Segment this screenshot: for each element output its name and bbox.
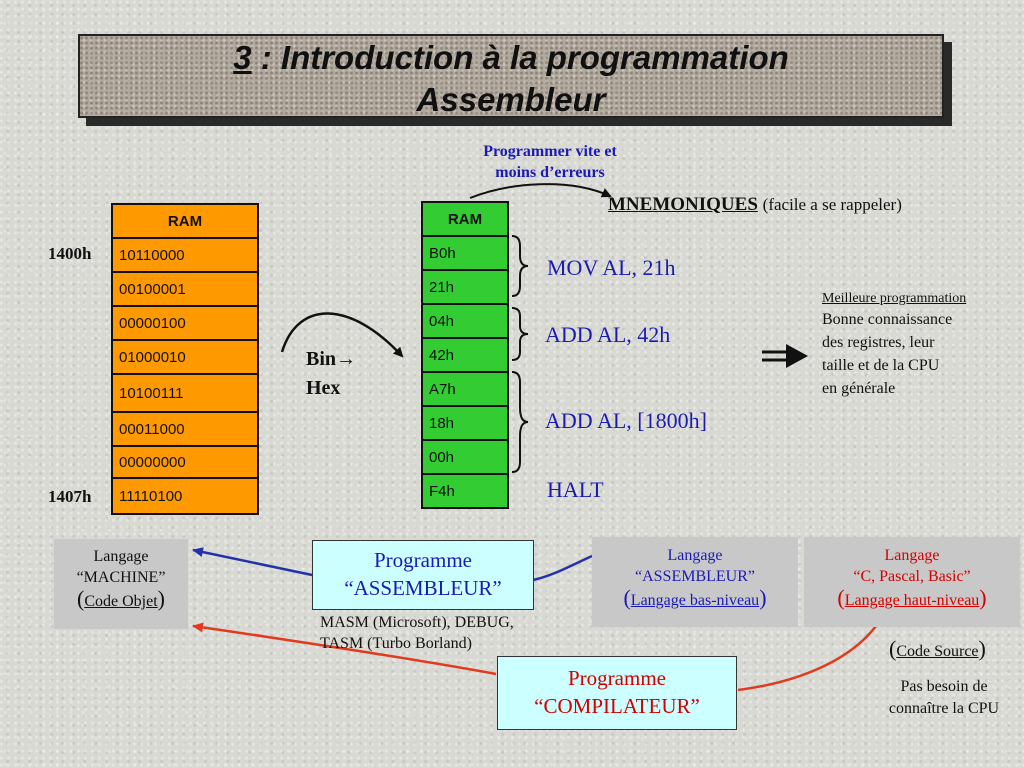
ram-binary-header: RAM bbox=[111, 203, 259, 239]
high-level-label: Langage haut-niveau bbox=[844, 592, 980, 609]
better-programming-line: Bonne connaissance bbox=[822, 311, 953, 328]
assembler-program-box: Programme “ASSEMBLEUR” bbox=[312, 540, 534, 610]
mnemonics-note: (facile a se rappeler) bbox=[762, 195, 902, 214]
instruction-add-mem: ADD AL, [1800h] bbox=[545, 408, 707, 433]
ram-hex-cell: 42h bbox=[421, 337, 509, 373]
instruction-add-imm: ADD AL, 42h bbox=[545, 322, 671, 347]
brace-3 bbox=[511, 371, 529, 473]
title-number: 3 bbox=[233, 39, 252, 76]
ram-binary-cell: 10110000 bbox=[111, 237, 259, 273]
paren-close: ) bbox=[759, 585, 767, 610]
no-cpu-note: Pas besoin de connaître la CPU bbox=[866, 676, 1022, 720]
low-level-label: Langage bas-niveau bbox=[630, 592, 760, 609]
ram-binary-cell: 00000100 bbox=[111, 305, 259, 341]
ram-hex-cell: B0h bbox=[421, 235, 509, 271]
title-text: : Introduction à la programmation bbox=[251, 39, 789, 76]
no-cpu-line: Pas besoin de bbox=[900, 678, 988, 695]
note-line: Programmer vite et bbox=[483, 143, 617, 160]
compiler-program-box: Programme “COMPILATEUR” bbox=[497, 656, 737, 730]
note-line: moins d’erreurs bbox=[495, 164, 605, 181]
ram-hex-table: RAM B0h 21h 04h 42h A7h 18h 00h F4h bbox=[421, 201, 509, 509]
source-code-text: Code Source bbox=[896, 643, 979, 660]
brace-2 bbox=[511, 307, 529, 361]
ram-binary-cell: 10100111 bbox=[111, 373, 259, 413]
machine-language-box: Langage “MACHINE” (Code Objet) bbox=[54, 539, 188, 629]
arrow-bin-hex-curve bbox=[280, 312, 404, 358]
instruction-halt: HALT bbox=[547, 477, 604, 502]
ram-hex-cell: A7h bbox=[421, 371, 509, 407]
instruction-mov: MOV AL, 21h bbox=[547, 255, 676, 280]
ram-binary-cell: 11110100 bbox=[111, 477, 259, 515]
paren-open: ( bbox=[837, 585, 845, 610]
note-program-faster: Programmer vite et moins d’erreurs bbox=[452, 141, 648, 183]
source-code-label: (Code Source) bbox=[889, 636, 986, 662]
better-programming-line: en générale bbox=[822, 380, 896, 397]
paren-close: ) bbox=[978, 636, 986, 661]
mnemonics-title: MNEMONIQUES bbox=[608, 194, 758, 215]
better-programming-line: taille et de la CPU bbox=[822, 357, 940, 374]
high-level-language-box: Langage “C, Pascal, Basic” (Langage haut… bbox=[804, 537, 1020, 627]
address-start: 1400h bbox=[48, 244, 92, 263]
ram-hex-cell: 21h bbox=[421, 269, 509, 305]
line-assembly-to-assembler bbox=[532, 554, 593, 582]
paren-open: ( bbox=[889, 636, 897, 661]
object-code-label: Code Objet bbox=[84, 593, 158, 610]
ram-hex-cell: F4h bbox=[421, 473, 509, 509]
machine-line1: Langage bbox=[93, 548, 149, 565]
ram-hex-header: RAM bbox=[421, 201, 509, 237]
paren-open: ( bbox=[623, 585, 631, 610]
ram-hex-cell: 04h bbox=[421, 303, 509, 339]
right-arrow-icon: → bbox=[336, 348, 357, 370]
assembly-line2: “ASSEMBLEUR” bbox=[635, 568, 755, 585]
line-highlevel-to-compiler bbox=[737, 625, 877, 692]
ram-hex-cell: 18h bbox=[421, 405, 509, 441]
paren-close: ) bbox=[157, 586, 165, 611]
assembly-line1: Langage bbox=[667, 547, 723, 564]
hex-label: Hex bbox=[306, 377, 341, 399]
assembler-line1: Programme bbox=[374, 548, 472, 572]
title-line-1: 3 : Introduction à la programmation bbox=[80, 37, 942, 79]
better-programming-heading: Meilleure programmation bbox=[822, 291, 967, 306]
high-line2: “C, Pascal, Basic” bbox=[853, 568, 971, 585]
ram-binary-cell: 00100001 bbox=[111, 271, 259, 307]
ram-binary-table: RAM 10110000 00100001 00000100 01000010 … bbox=[111, 203, 259, 515]
mnemonics-heading: MNEMONIQUES (facile a se rappeler) bbox=[608, 194, 902, 216]
assemblers-line: TASM (Turbo Borland) bbox=[320, 635, 472, 652]
arrow-assembler-to-machine bbox=[192, 547, 313, 577]
arrow-top-curve bbox=[469, 183, 612, 199]
ram-hex-cell: 00h bbox=[421, 439, 509, 475]
ram-binary-cell: 01000010 bbox=[111, 339, 259, 375]
address-end: 1407h bbox=[48, 487, 92, 506]
compiler-line1: Programme bbox=[568, 666, 666, 690]
title-line-2: Assembleur bbox=[416, 81, 606, 118]
assemblers-line: MASM (Microsoft), DEBUG, bbox=[320, 614, 514, 631]
assembler-line2: “ASSEMBLEUR” bbox=[344, 576, 502, 600]
machine-line2: “MACHINE” bbox=[76, 569, 166, 586]
better-programming-note: Meilleure programmation Bonne connaissan… bbox=[822, 290, 966, 400]
high-line1: Langage bbox=[884, 547, 940, 564]
arrow-compiler-to-machine bbox=[192, 622, 497, 676]
ram-binary-cell: 00000000 bbox=[111, 445, 259, 479]
better-programming-line: des registres, leur bbox=[822, 334, 935, 351]
paren-close: ) bbox=[979, 585, 987, 610]
compiler-line2: “COMPILATEUR” bbox=[534, 694, 700, 718]
bin-hex-label: Bin→ Hex bbox=[306, 345, 356, 403]
bin-label: Bin bbox=[306, 348, 337, 370]
implies-arrowhead bbox=[786, 344, 808, 368]
brace-1 bbox=[511, 235, 529, 297]
no-cpu-line: connaître la CPU bbox=[888, 700, 1000, 717]
assemblers-list: MASM (Microsoft), DEBUG, TASM (Turbo Bor… bbox=[320, 612, 514, 654]
paren-open: ( bbox=[77, 586, 85, 611]
ram-binary-cell: 00011000 bbox=[111, 411, 259, 447]
assembly-language-box: Langage “ASSEMBLEUR” (Langage bas-niveau… bbox=[592, 537, 798, 627]
slide-title: 3 : Introduction à la programmation Asse… bbox=[78, 34, 944, 118]
